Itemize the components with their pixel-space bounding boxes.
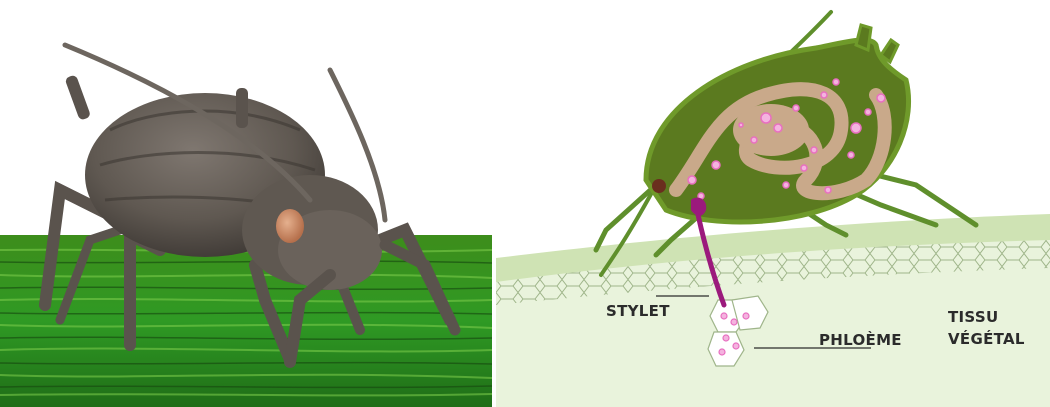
aphid-photo [0, 0, 492, 407]
aphid-diagram: STYLET PHLOÈME TISSU VÉGÉTAL [496, 0, 1050, 407]
aphid-diagram-panel: STYLET PHLOÈME TISSU VÉGÉTAL [496, 0, 1050, 407]
phloem-label: PHLOÈME [819, 330, 902, 349]
eye [276, 209, 304, 243]
tissue-label-line1: TISSU [948, 308, 998, 326]
diagram-eye [652, 179, 666, 193]
aphid-photo-panel [0, 0, 492, 407]
stylet-label: STYLET [606, 302, 670, 320]
tissue-label-line2: VÉGÉTAL [948, 329, 1025, 348]
